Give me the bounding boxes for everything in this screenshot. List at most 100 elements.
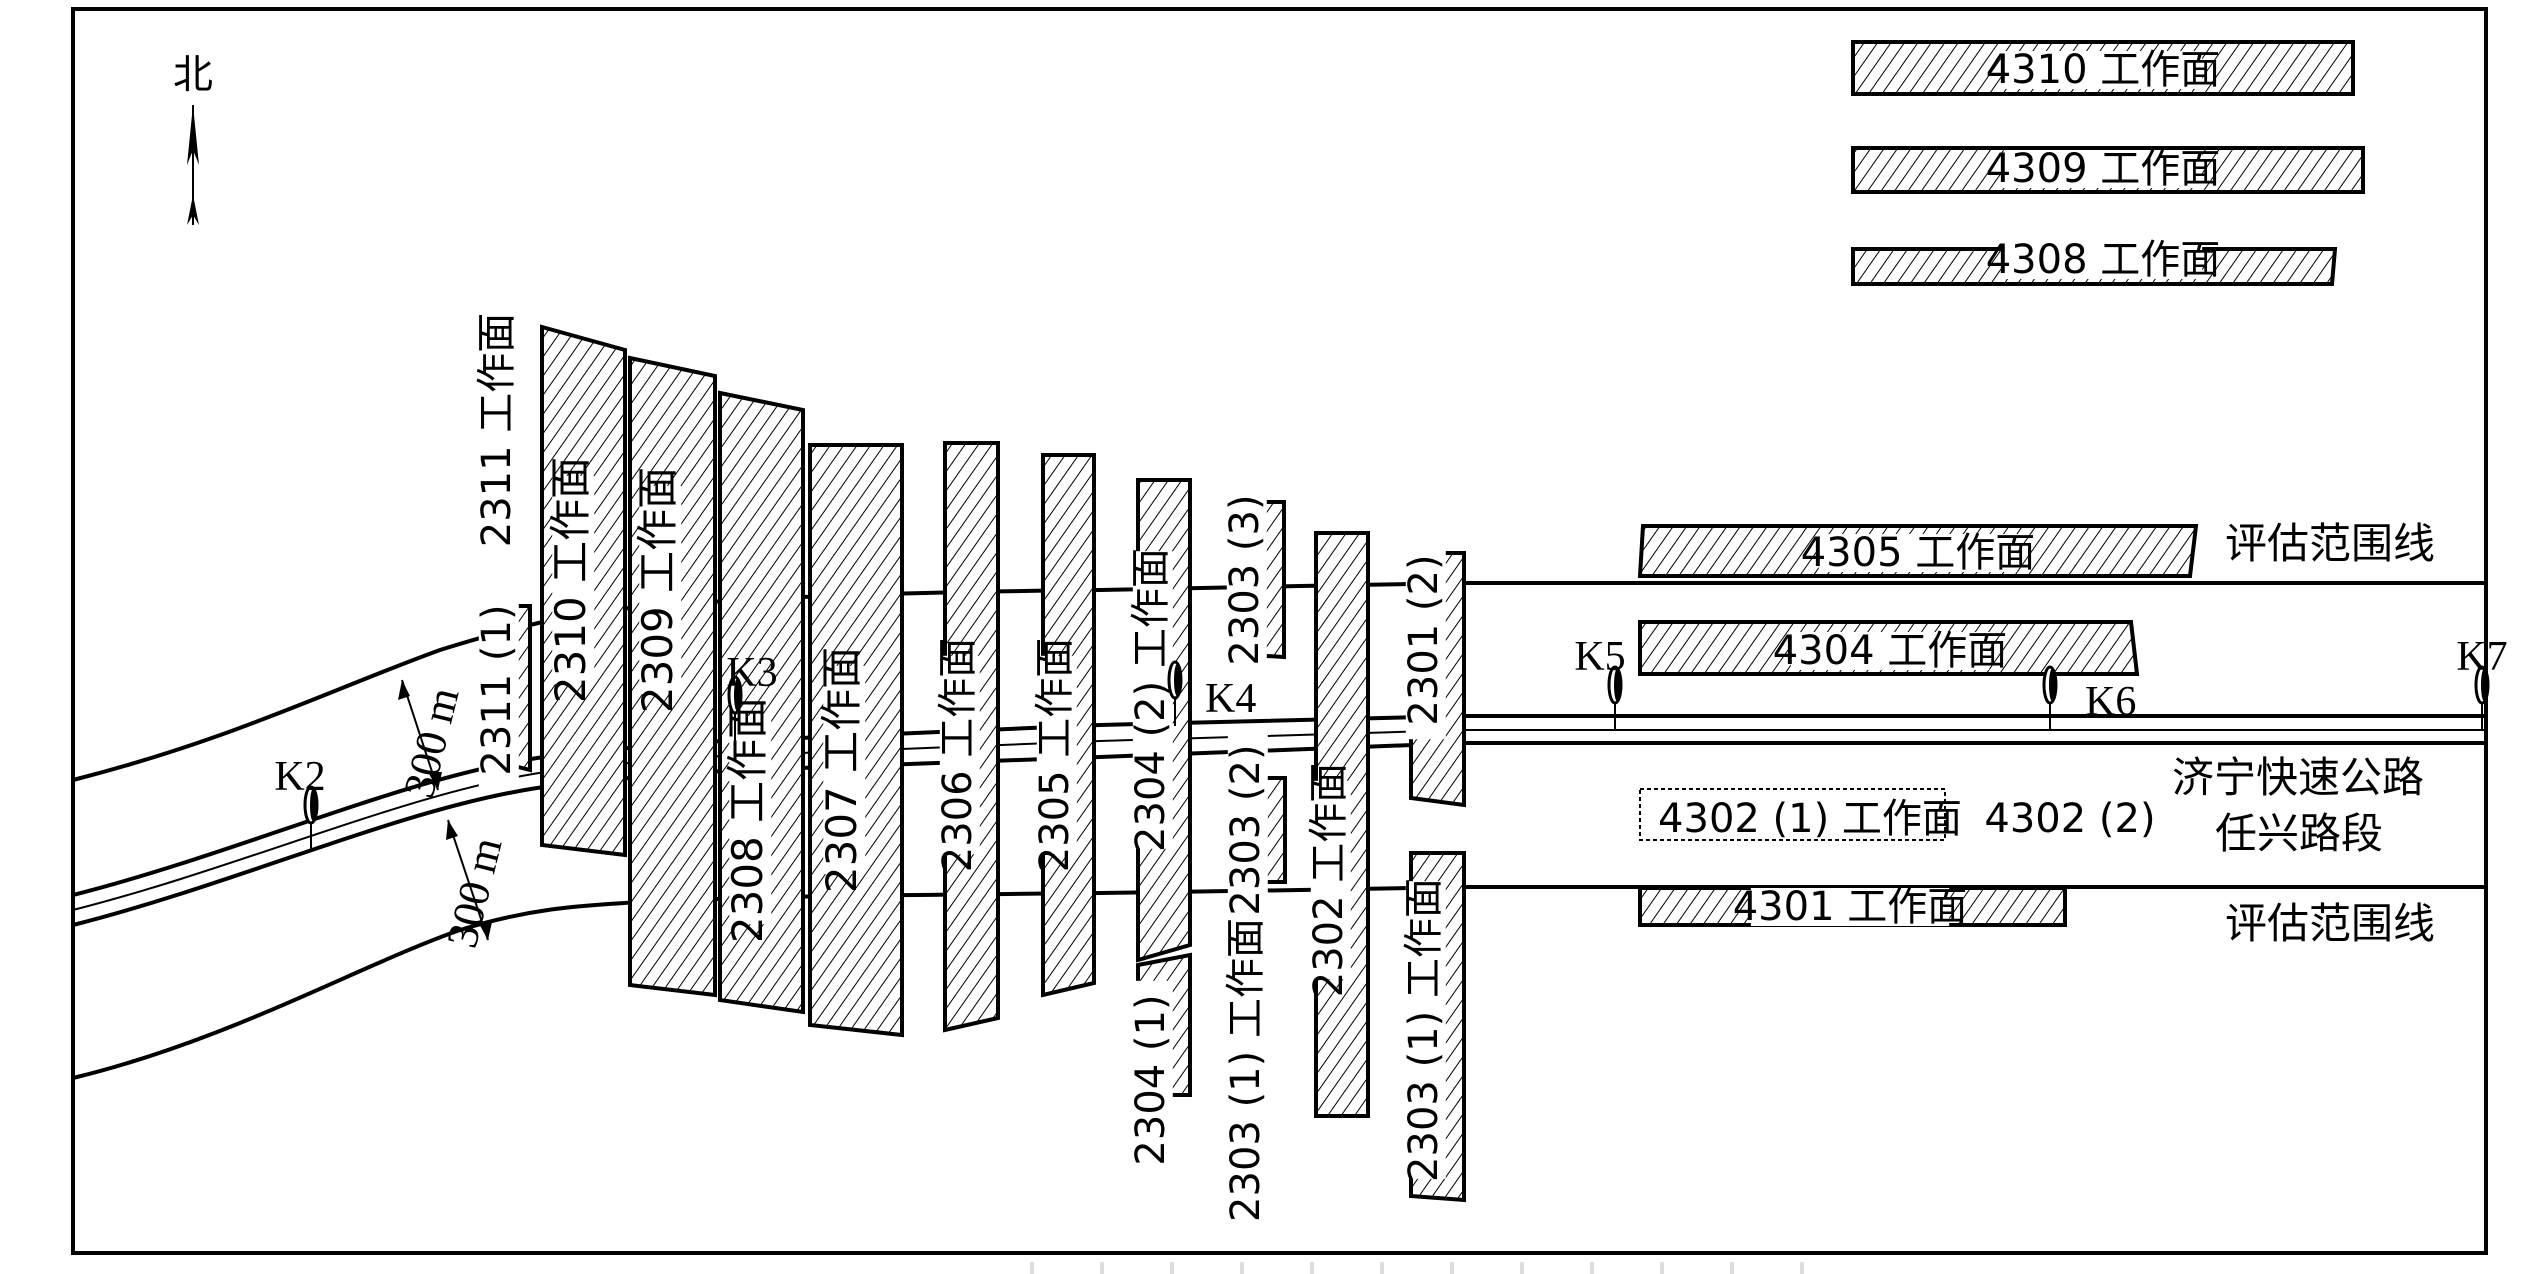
panel-shape [1639,788,1946,841]
panel-2303-1a: 2303 (1) 工作面 [1223,918,1269,1222]
panel-label-bg [1750,888,1950,926]
panel-2304-1: 2304 (1) [1128,952,1192,1180]
panel-label-bg [1405,540,1446,740]
panel-label: 4302 (2) [1984,796,2155,842]
distance-arrow-top [398,679,442,791]
panel-2311-1: 2311 (1) [474,590,532,790]
panel-label-bg [823,665,866,875]
boundary-label-bottom: 评估范围线 [2225,899,2435,948]
panel-2301-2: 2301 (2) [1401,540,1466,808]
panel-2302: 2302 工作面 [1306,531,1370,1118]
monitor-marker-fill [2481,669,2487,701]
panel-2303-1b: 2303 (1) 工作面 [1401,851,1466,1203]
panel-4309: 4309 工作面 [1851,146,2365,194]
panel-label-bg [1227,921,1268,1219]
monitor-marker-fill [1614,669,1620,701]
panel-label-bg [478,590,519,790]
monitor-point-k4: K4 [1167,660,1256,726]
panel-label: 4305 工作面 [1801,530,2036,576]
panel-label: 2307 工作面 [817,647,866,893]
panel-label: 2303 (1) 工作面 [1223,918,1269,1222]
panel-label-bg [2003,150,2203,188]
panel-2309: 2309 工作面 [628,355,717,998]
panel-label: 4304 工作面 [1773,628,2008,674]
monitor-point-k2: K2 [274,754,326,851]
panel-label: 2304 (1) [1128,994,1174,1165]
panel-2308: 2308 工作面 [718,390,805,1015]
panel-label-bg [1790,632,1990,670]
panel-label-bg [639,485,682,695]
panel-4302-1: 4302 (1) 工作面 [1639,788,1962,842]
panel-2305: 2305 工作面 [1032,453,1096,998]
panel-label: 2302 工作面 [1306,763,1352,998]
panel-label: 2303 (3) [1222,494,1268,665]
panel-label: 2310 工作面 [546,457,595,703]
figure-caption-cropped [990,1262,1850,1274]
panel-label: 2304 (2) 工作面 [1128,548,1174,852]
panel-label-bg [729,715,772,925]
monitor-label: K2 [274,754,325,800]
panel-label: 2309 工作面 [633,467,682,713]
panel-label-bg [2003,241,2203,279]
monitor-label: K5 [1574,634,1625,680]
panel-label: 2311 工作面 [474,313,520,548]
panel-label-bg [1226,480,1267,680]
panel-label: 4301 工作面 [1733,884,1968,930]
road-name-line1: 济宁快速公路 [2172,753,2424,802]
monitor-marker-fill [734,679,740,711]
panel-label-bg [2003,51,2203,89]
monitor-label: K6 [2085,679,2136,725]
panel-label-bg [552,475,595,685]
monitor-label: K4 [1205,676,1256,722]
monitor-marker-fill [310,789,316,821]
panel-label-bg [939,655,980,855]
panel-label: 2305 工作面 [1032,638,1078,873]
panel-label-bg [1132,551,1173,849]
panel-label: 2301 (2) [1401,554,1447,725]
panel-2307: 2307 工作面 [808,443,904,1038]
monitor-point-k3: K3 [726,650,778,741]
distance-label-bottom: 300 m [437,833,511,953]
panel-label: 2303 (1) 工作面 [1401,878,1447,1182]
distance-label-top: 300 m [394,683,468,803]
panel-4308: 4308 工作面 [1851,237,2338,286]
road-name-line2: 任兴路段 [2215,809,2383,858]
panel-4302-2: 4302 (2) [1984,796,2155,842]
monitor-point-k7: K7 [2456,634,2508,731]
monitor-label: K7 [2456,634,2507,680]
monitor-label: K3 [726,650,777,696]
north-label: 北 [173,52,213,98]
monitor-point-k6: K6 [2042,665,2136,731]
panel-label: 4308 工作面 [1986,237,2221,283]
panel-4301: 4301 工作面 [1638,884,2067,930]
boundary-label-top: 评估范围线 [2225,519,2435,568]
panel-4304: 4304 工作面 [1638,620,2140,676]
panel-label: 2308 工作面 [723,697,772,943]
panel-2304-2: 2304 (2) 工作面 [1128,478,1192,963]
panel-2303-3: 2303 (3) [1222,480,1286,680]
boundary-line-bottom [72,885,2486,1080]
panel-label-bg [1132,980,1173,1180]
panel-label-bg [1227,730,1268,930]
panel-label: 2303 (2) [1223,744,1269,915]
panel-label-bg [478,330,519,530]
north-arrow-icon [187,105,199,225]
panel-label: 4310 工作面 [1986,47,2221,93]
map-frame [71,7,2488,1255]
panel-label-bg [1310,780,1351,980]
panel-label-bg [1405,881,1446,1179]
panel-label-bg [1036,655,1077,855]
panel-label: 2306 工作面 [935,638,981,873]
monitor-point-k5: K5 [1574,634,1626,731]
distance-arrow-bottom [446,819,492,941]
monitor-marker-fill [1174,664,1180,696]
panel-4310: 4310 工作面 [1851,40,2355,96]
panel-label: 4309 工作面 [1986,146,2221,192]
monitor-marker-fill [2049,669,2055,701]
panel-label-bg [1818,534,2018,572]
panel-2306: 2306 工作面 [935,441,1000,1033]
panel-2311: 2311 工作面 [474,313,520,548]
panel-4305: 4305 工作面 [1637,524,2199,578]
panel-2303-2: 2303 (2) [1223,730,1287,930]
